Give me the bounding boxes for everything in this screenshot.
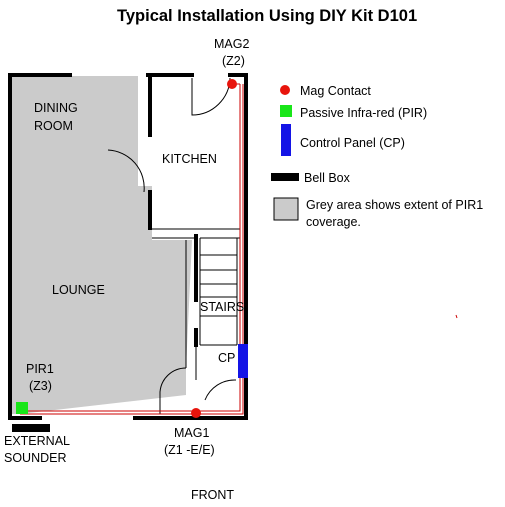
lounge-label: LOUNGE xyxy=(52,283,105,297)
front-door-arc xyxy=(159,367,187,414)
legend-coverage-label-2: coverage. xyxy=(306,215,361,229)
sounder-label-1: EXTERNAL xyxy=(4,434,70,448)
legend-coverage-icon xyxy=(273,197,299,221)
stairs-door-arc xyxy=(204,379,237,401)
sounder-label-2: SOUNDER xyxy=(4,451,67,465)
legend: Mag Contact Passive Infra-red (PIR) Cont… xyxy=(271,84,483,229)
legend-control-panel-label: Control Panel (CP) xyxy=(300,136,405,150)
dining-room-label-2: ROOM xyxy=(34,119,73,133)
legend-control-panel-icon xyxy=(281,124,291,156)
mag1-zone-label: (Z1 -E/E) xyxy=(164,443,215,457)
mag1-label: MAG1 xyxy=(174,426,209,440)
mag2-label: MAG2 xyxy=(214,37,249,51)
cp-label: CP xyxy=(218,351,235,365)
pir1-sensor-icon xyxy=(16,402,28,414)
pir1-zone-label: (Z3) xyxy=(29,379,52,393)
control-panel-icon xyxy=(238,344,248,378)
interior-lines xyxy=(150,228,240,380)
legend-bell-box-icon xyxy=(271,173,299,181)
legend-pir-label: Passive Infra-red (PIR) xyxy=(300,106,427,120)
walls xyxy=(8,73,248,420)
pir-coverage-area xyxy=(12,76,192,414)
mag1-contact-icon xyxy=(191,408,201,418)
legend-pir-icon xyxy=(280,105,292,117)
legend-mag-contact-icon xyxy=(280,85,290,95)
dining-room-label-1: DINING xyxy=(34,101,78,115)
legend-coverage-label-1: Grey area shows extent of PIR1 xyxy=(306,198,483,212)
mag2-contact-icon xyxy=(227,79,237,89)
diagram-title: Typical Installation Using DIY Kit D101 xyxy=(117,7,417,25)
legend-mag-contact-label: Mag Contact xyxy=(300,84,371,98)
kitchen-label: KITCHEN xyxy=(162,152,217,166)
external-sounder-icon xyxy=(12,424,50,432)
kitchen-back-door-arc xyxy=(191,77,231,116)
pir1-label: PIR1 xyxy=(26,362,54,376)
stairs-label: STAIRS xyxy=(200,300,244,314)
stray-mark xyxy=(455,314,458,319)
mag2-zone-label: (Z2) xyxy=(222,54,245,68)
kitchen-door-arc xyxy=(107,149,145,193)
front-label: FRONT xyxy=(191,488,234,502)
legend-bell-box-label: Bell Box xyxy=(304,171,351,185)
